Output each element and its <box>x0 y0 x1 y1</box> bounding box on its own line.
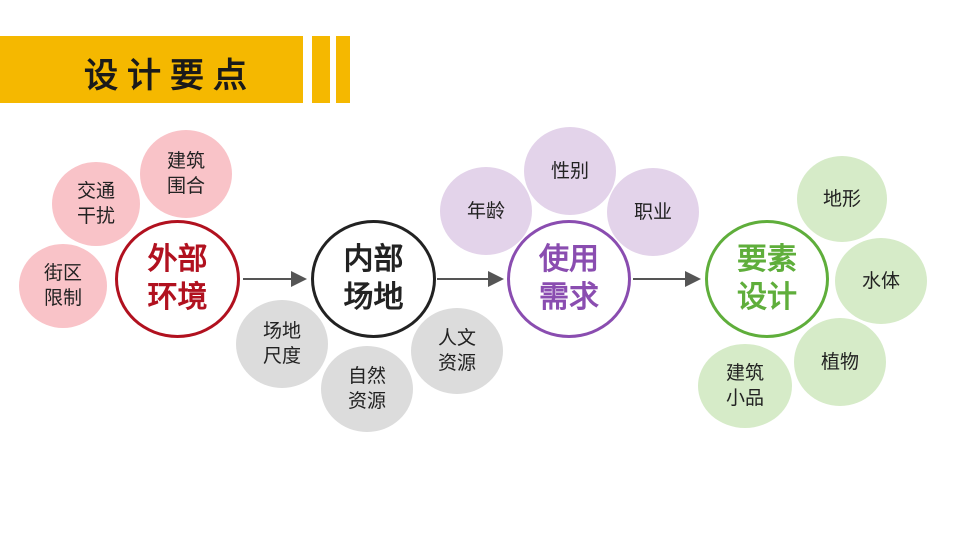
factor-age: 年龄 <box>440 167 532 255</box>
factor-terrain: 地形 <box>797 156 887 242</box>
factor-site-scale: 场地 尺度 <box>236 300 328 388</box>
factor-plants: 植物 <box>794 318 886 406</box>
node-element-design: 要素 设计 <box>705 220 829 338</box>
page-title: 设计要点 <box>84 56 256 96</box>
node-external-environment: 外部 环境 <box>115 220 240 338</box>
factor-street-limits: 街区 限制 <box>19 244 107 328</box>
factor-natural-resources: 自然 资源 <box>321 346 413 432</box>
factor-small-structures: 建筑 小品 <box>698 344 792 428</box>
factor-occupation: 职业 <box>607 168 699 256</box>
factor-traffic-interference: 交通 干扰 <box>52 162 140 246</box>
factor-gender: 性别 <box>524 127 616 215</box>
node-usage-requirements: 使用 需求 <box>507 220 631 338</box>
title-stripe-2 <box>336 36 350 103</box>
factor-cultural-resources: 人文 资源 <box>411 308 503 394</box>
factor-water: 水体 <box>835 238 927 324</box>
title-bar: 设计要点 <box>0 36 303 103</box>
title-stripe-1 <box>312 36 330 103</box>
factor-building-enclosure: 建筑 围合 <box>140 130 232 218</box>
node-internal-site: 内部 场地 <box>311 220 436 338</box>
